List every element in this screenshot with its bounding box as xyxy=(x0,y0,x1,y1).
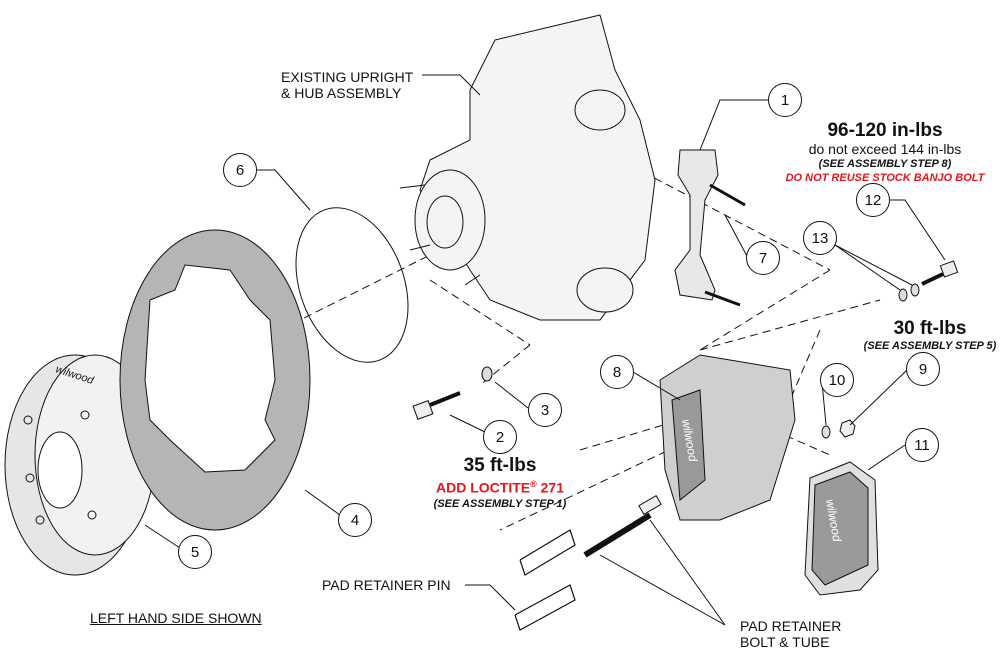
brake-caliper: wilwood xyxy=(659,354,796,521)
callout-4: 4 xyxy=(338,503,372,537)
pad-retainer-bolt-label: PAD RETAINER BOLT & TUBE xyxy=(740,618,841,650)
torque-limit: do not exceed 144 in-lbs xyxy=(808,141,962,157)
callout-10: 10 xyxy=(820,363,854,397)
pad-bolt-label-line2: BOLT & TUBE xyxy=(740,634,830,650)
assembly-step-ref: (SEE ASSEMBLY STEP 8) xyxy=(818,158,952,170)
brake-rotor xyxy=(119,229,311,531)
torque-value: 96-120 in-lbs xyxy=(827,120,943,141)
loctite-note: ADD LOCTITE® 271 xyxy=(436,479,564,496)
callout-13: 13 xyxy=(803,221,837,255)
washer xyxy=(481,366,493,382)
mounting-bolt xyxy=(412,391,461,420)
pad-retainer-bolt-tube xyxy=(583,494,662,558)
upright-label-line2: & HUB ASSEMBLY xyxy=(281,85,402,101)
torque-value: 30 ft-lbs xyxy=(893,318,967,339)
callout-8: 8 xyxy=(600,355,634,389)
assembly-step-ref: (SEE ASSEMBLY STEP 5) xyxy=(863,340,997,352)
callout-12: 12 xyxy=(856,183,890,217)
callout-1: 1 xyxy=(768,83,802,117)
upright-hub-assembly xyxy=(399,14,656,321)
callout-3: 3 xyxy=(528,393,562,427)
leader-lines xyxy=(144,74,946,626)
pad-bolt-label-line1: PAD RETAINER xyxy=(740,618,842,634)
assembly-step-ref: (SEE ASSEMBLY STEP 1) xyxy=(433,497,567,510)
crush-washer xyxy=(910,283,920,297)
bracket-torque-spec: 96-120 in-lbs do not exceed 144 in-lbs (… xyxy=(765,120,1000,185)
caliper-bracket xyxy=(674,149,746,307)
banjo-bolt xyxy=(921,260,959,286)
caliper-torque-spec: 30 ft-lbs (SEE ASSEMBLY STEP 5) xyxy=(860,318,1000,353)
brake-pad: wilwood xyxy=(804,461,879,596)
crush-washer xyxy=(898,288,908,302)
callout-9: 9 xyxy=(906,352,940,386)
torque-value: 35 ft-lbs xyxy=(463,455,537,476)
pad-retainer-pin-label: PAD RETAINER PIN xyxy=(322,577,451,593)
warning-text: DO NOT REUSE STOCK BANJO BOLT xyxy=(785,172,985,184)
callout-11: 11 xyxy=(905,428,939,462)
callout-7: 7 xyxy=(746,241,780,275)
pad-retainer-pin xyxy=(514,529,576,631)
washer xyxy=(821,425,831,439)
callout-6: 6 xyxy=(223,153,257,187)
side-note: LEFT HAND SIDE SHOWN xyxy=(90,610,262,626)
upright-label-line1: EXISTING UPRIGHT xyxy=(281,69,414,85)
callout-5: 5 xyxy=(178,535,212,569)
snap-ring xyxy=(295,207,409,363)
bolt-torque-spec: 35 ft-lbs ADD LOCTITE® 271 (SEE ASSEMBLY… xyxy=(420,455,580,511)
callout-2: 2 xyxy=(483,420,517,454)
upright-label: EXISTING UPRIGHT & HUB ASSEMBLY xyxy=(281,69,413,101)
